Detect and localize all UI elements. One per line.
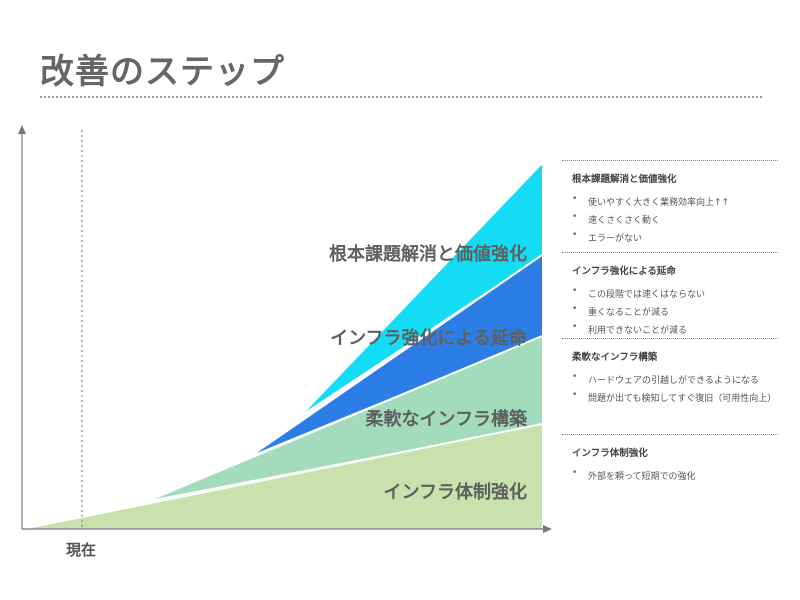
y-axis-arrowhead [18, 125, 26, 134]
band-separator [301, 162, 543, 415]
legend-item: 重くなることが減る [572, 304, 778, 318]
legend-heading: 根本課題解消と価値強化 [572, 174, 677, 185]
legend-heading: 柔軟なインフラ構築 [572, 352, 658, 363]
band-separator [21, 423, 543, 530]
legend-list: 使いやすく大きく業務効率向上↑↑ 速くさくさく動く エラーがない [562, 194, 778, 244]
title-divider [40, 96, 762, 98]
legend-item: ハードウェアの引越しができるようになる [572, 372, 778, 386]
legend-list: この段階では速くはならない 重くなることが減る 利用できないことが減る [562, 286, 778, 336]
x-axis-arrowhead [543, 525, 552, 533]
legend-section-infra-extension: インフラ強化による延命 この段階では速くはならない 重くなることが減る 利用でき… [562, 252, 778, 338]
current-time-label: 現在 [66, 541, 96, 559]
legend-item: エラーがない [572, 230, 778, 244]
legend-section-flexible-infra: 柔軟なインフラ構築 ハードウェアの引越しができるようになる 問題が出ても検知して… [562, 338, 778, 434]
legend-list: ハードウェアの引越しができるようになる 問題が出ても検知してすぐ復旧（可用性向上… [562, 372, 778, 404]
band-label-flexible-infra: 柔軟なインフラ構築 [366, 408, 528, 430]
legend-item: この段階では速くはならない [572, 286, 778, 300]
band-label-infra-system: インフラ体制強化 [384, 481, 527, 503]
legend-heading: インフラ体制強化 [572, 448, 648, 459]
legend-item: 外部を頼って短期での強化 [572, 468, 778, 482]
band-separator [251, 254, 543, 456]
legend-section-root-value: 根本課題解消と価値強化 使いやすく大きく業務効率向上↑↑ 速くさくさく動く エラ… [562, 160, 778, 252]
legend-section-infra-system: インフラ体制強化 外部を頼って短期での強化 [562, 434, 778, 504]
legend-item: 速くさくさく動く [572, 212, 778, 226]
band-label-root-value: 根本課題解消と価値強化 [329, 243, 527, 265]
legend-item: 利用できないことが減る [572, 322, 778, 336]
slide-title: 改善のステップ [40, 52, 285, 92]
legend-heading: インフラ強化による延命 [572, 266, 676, 277]
legend-item: 問題が出ても検知してすぐ復旧（可用性向上） [572, 390, 778, 404]
legend-panel: 根本課題解消と価値強化 使いやすく大きく業務効率向上↑↑ 速くさくさく動く エラ… [562, 160, 778, 504]
legend-item: 使いやすく大きく業務効率向上↑↑ [572, 194, 778, 208]
band-label-infra-extension: インフラ強化による延命 [330, 327, 528, 349]
legend-list: 外部を頼って短期での強化 [562, 468, 778, 482]
band-separator [149, 335, 543, 501]
